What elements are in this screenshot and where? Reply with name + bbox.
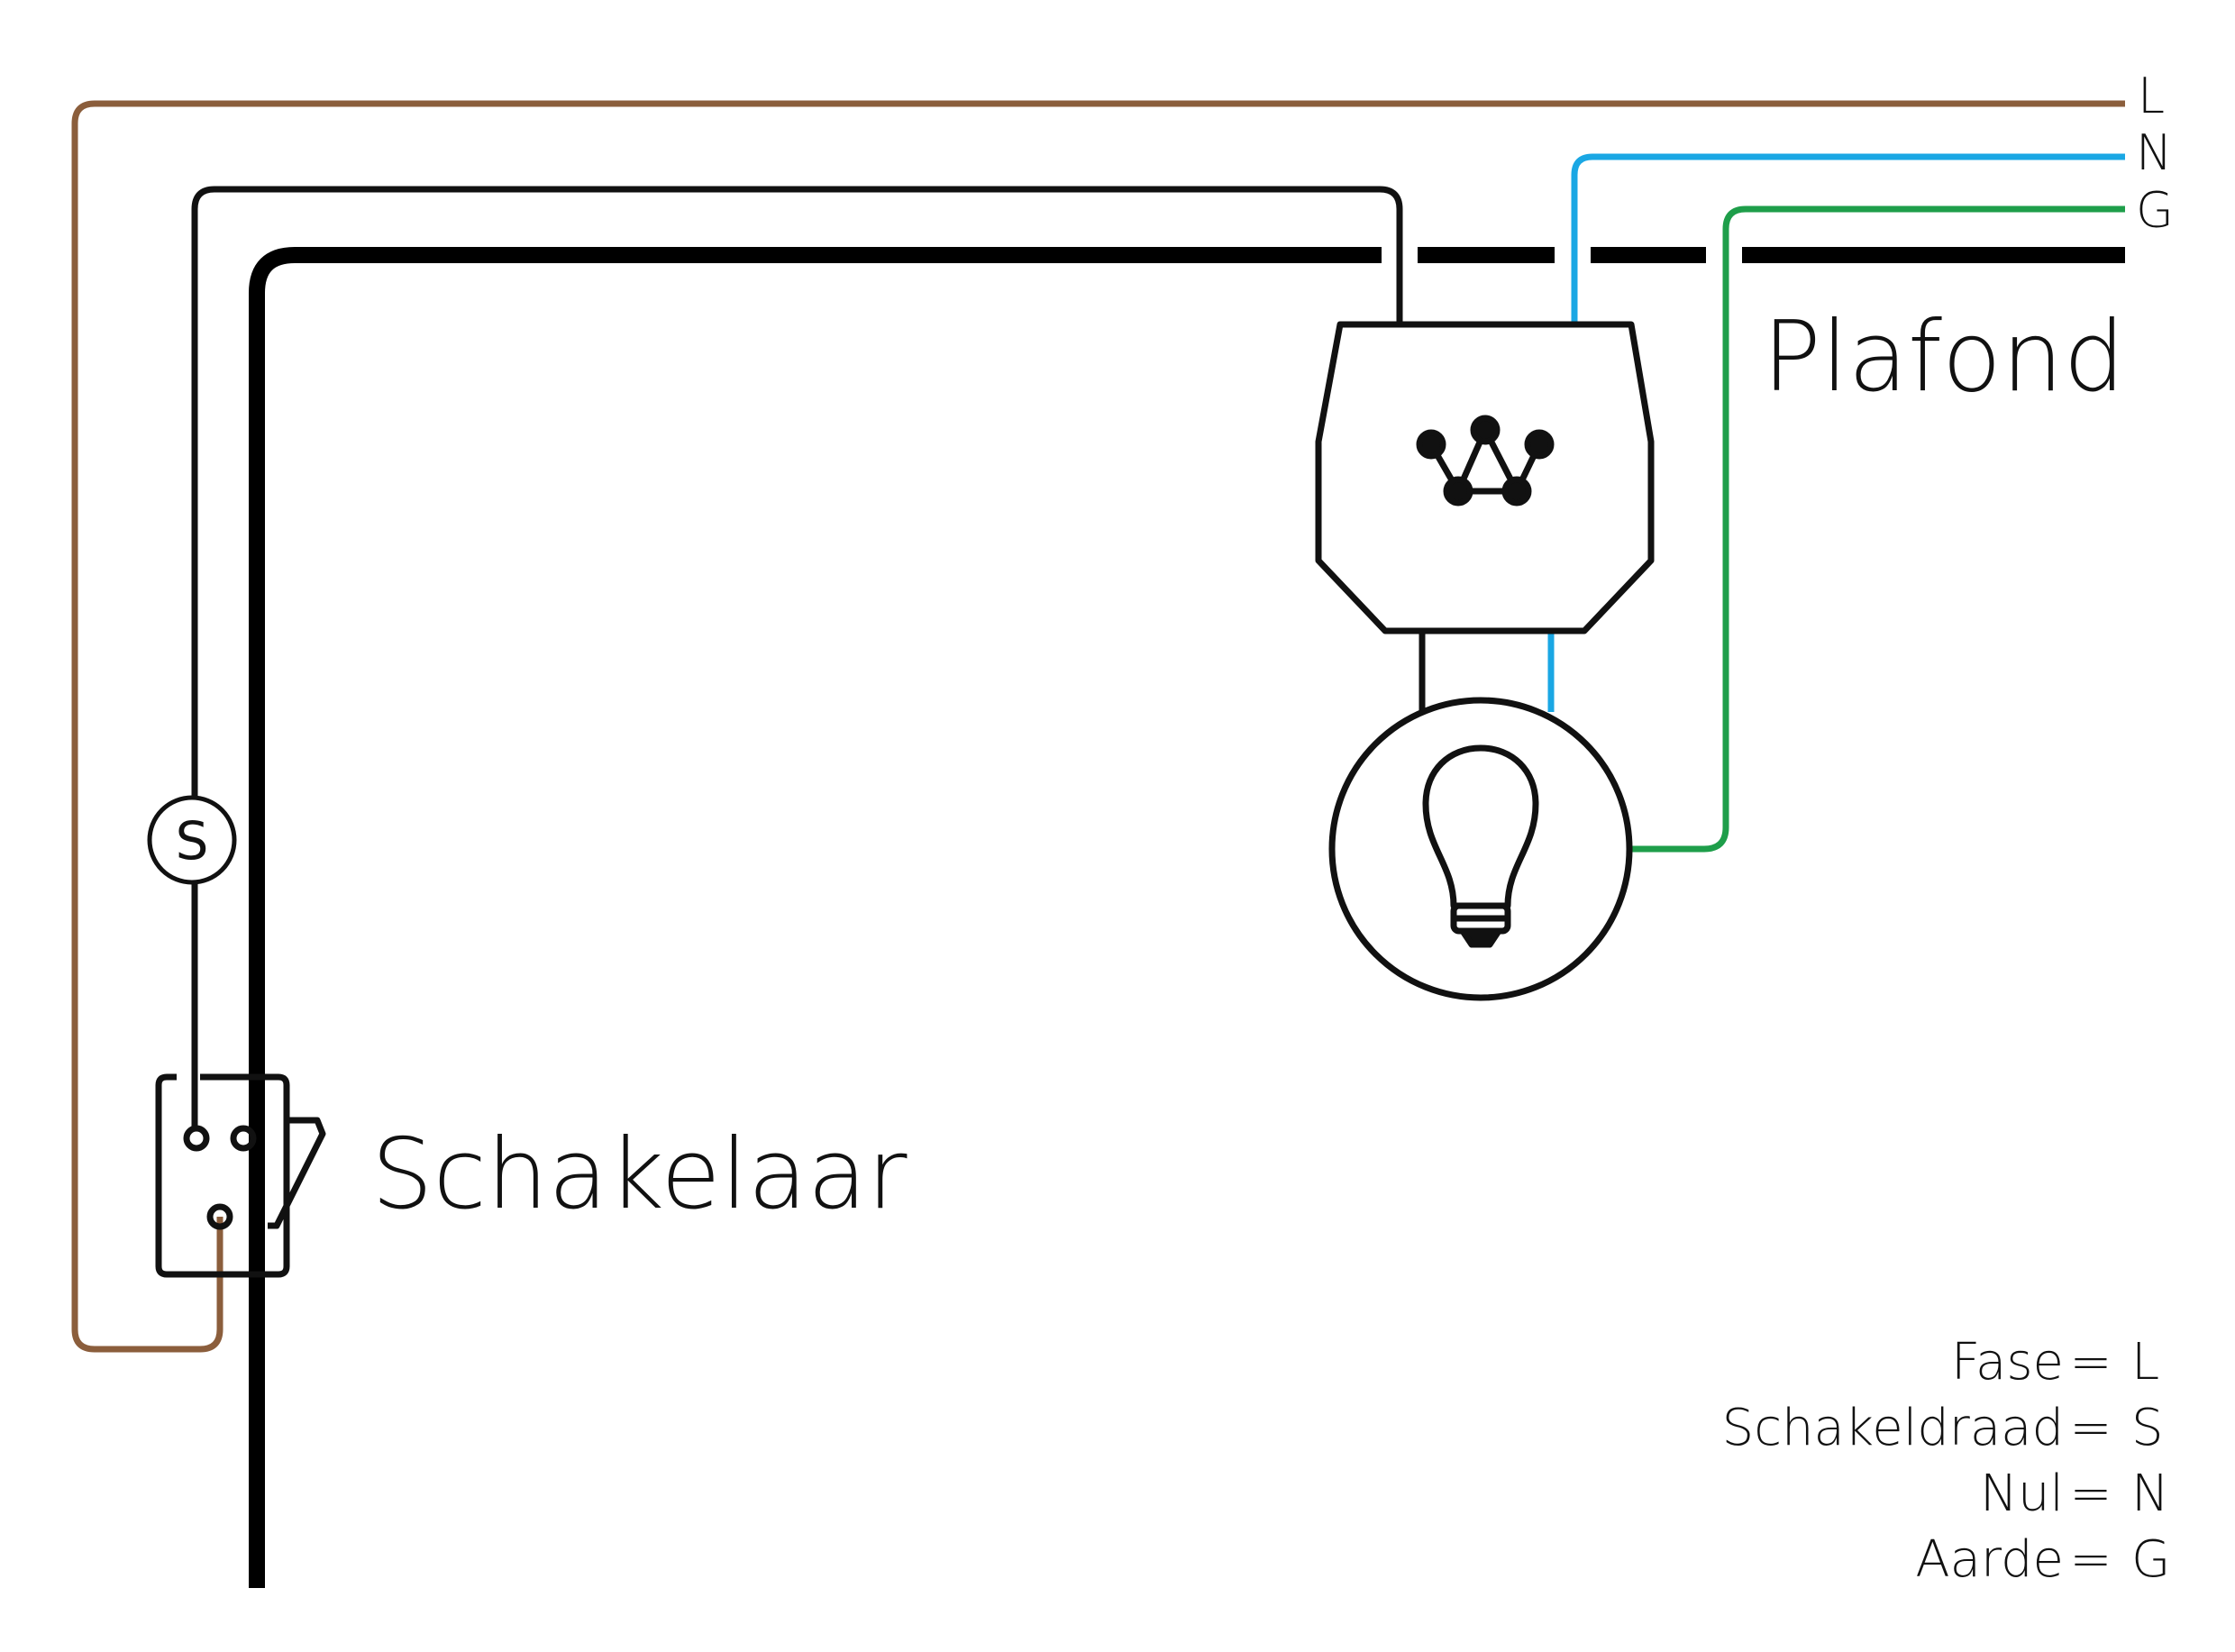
legend: Fase = L Schakeldraad = S Nul = N Aarde …	[1722, 1333, 2171, 1589]
conduit-pipe	[249, 247, 1382, 1588]
switch-label: Schakelaar	[371, 1118, 908, 1231]
switch-wire-marker-circle	[147, 795, 237, 885]
legend-eq-aarde: =	[2070, 1530, 2112, 1589]
legend-name-aarde: Aarde	[1915, 1530, 2064, 1589]
legend-name-fase: Fase	[1951, 1333, 2064, 1392]
ceiling-label: Plafond	[1763, 301, 2125, 414]
wall-switch-icon	[155, 1073, 326, 1278]
switch-wire	[191, 186, 1403, 1131]
legend-code-nul: N	[2131, 1465, 2169, 1523]
wire-end-G: G	[2136, 182, 2174, 239]
ground-wire	[1631, 205, 2125, 853]
light-bulb-icon	[1422, 744, 1539, 948]
phase-wire	[71, 100, 2125, 1353]
neutral-wire	[1571, 153, 2125, 324]
legend-eq-schakeldraad: =	[2070, 1399, 2112, 1457]
wire-end-L: L	[2138, 68, 2165, 124]
legend-code-schakeldraad: S	[2131, 1399, 2164, 1457]
legend-eq-fase: =	[2070, 1333, 2112, 1392]
legend-code-aarde: G	[2131, 1530, 2170, 1589]
wago-connector-icon	[1416, 415, 1555, 507]
lamp-fixture	[1328, 697, 1633, 1001]
legend-eq-nul: =	[2070, 1465, 2112, 1523]
legend-name-schakeldraad: Schakeldraad	[1722, 1399, 2064, 1457]
switch-wire-marker: S	[176, 810, 209, 872]
junction-box	[1315, 321, 1655, 634]
legend-code-fase: L	[2131, 1333, 2159, 1392]
legend-name-nul: Nul	[1980, 1465, 2064, 1523]
wire-end-N: N	[2136, 124, 2172, 181]
